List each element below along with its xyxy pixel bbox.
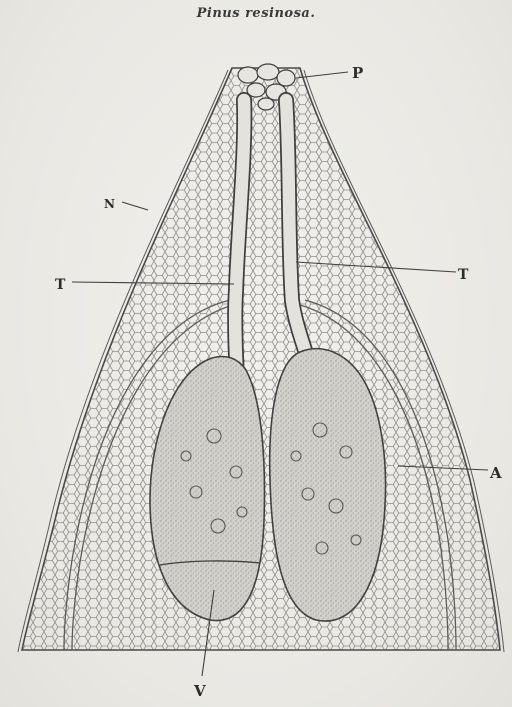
leader-P <box>296 72 348 78</box>
nucellus-outline <box>18 68 504 652</box>
label-P: P <box>352 64 363 82</box>
label-T-right: T <box>458 267 469 283</box>
label-N: N <box>104 197 115 211</box>
pollen-tube-left <box>235 100 244 400</box>
leader-N <box>122 202 148 210</box>
label-V: V <box>193 682 206 700</box>
archegonium-right <box>270 349 386 621</box>
label-T-left: T <box>55 277 66 293</box>
label-A: A <box>489 464 502 482</box>
